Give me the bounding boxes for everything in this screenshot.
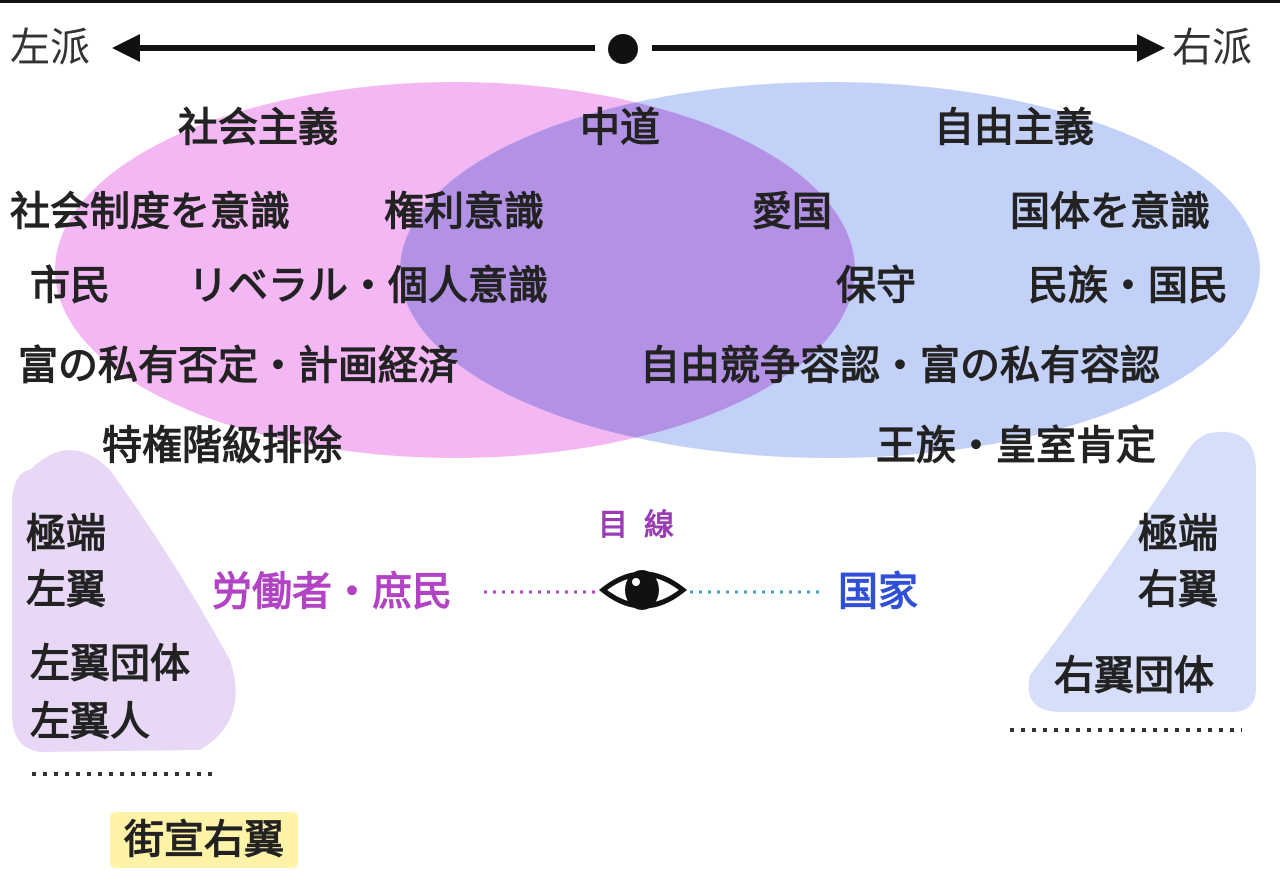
top-border: [0, 0, 1280, 3]
left-item-citizens: 市民: [30, 263, 110, 309]
extreme-left-title-1: 極端: [26, 511, 106, 557]
liberalism-label: 自由主義: [934, 105, 1094, 151]
extreme-right-area: [1028, 431, 1256, 712]
left-item-social-system: 社会制度を意識: [10, 189, 290, 235]
eye-icon: [598, 570, 688, 610]
right-item-free-competition: 自由競争容認・富の私有容認: [640, 343, 1160, 389]
street-right-wing-label: 街宣右翼: [110, 812, 298, 868]
right-wing-label: 右派: [1172, 25, 1252, 71]
right-item-royalty: 王族・皇室肯定: [876, 423, 1156, 469]
gaze-caption: 目線: [598, 508, 690, 543]
left-right-axis: [112, 34, 1165, 64]
left-item-privilege-removal: 特権階級排除: [102, 423, 342, 469]
left-item-planned-economy: 富の私有否定・計画経済: [18, 343, 458, 389]
gaze-workers: 労働者・庶民: [212, 569, 452, 615]
left-wing-people: 左翼人: [30, 699, 150, 745]
extreme-left-area: [12, 450, 236, 752]
left-wing-label: 左派: [10, 25, 90, 71]
extreme-right-title-2: 右翼: [1138, 567, 1218, 613]
right-item-patriotism: 愛国: [752, 189, 832, 235]
left-arrowhead: [112, 34, 140, 62]
socialism-label: 社会主義: [178, 105, 338, 151]
overlap-item-rights: 権利意識: [384, 189, 544, 235]
left-item-liberal: リベラル・個人意識: [188, 263, 548, 309]
right-item-national-polity: 国体を意識: [1010, 189, 1210, 235]
left-wing-groups: 左翼団体: [30, 641, 190, 687]
right-arrowhead: [1137, 34, 1165, 62]
center-dot: [608, 34, 638, 64]
right-wing-groups: 右翼団体: [1054, 653, 1214, 699]
center-label: 中道: [580, 105, 660, 151]
right-item-nation: 民族・国民: [1028, 263, 1228, 309]
right-item-conservative: 保守: [836, 263, 916, 309]
gaze-state: 国家: [838, 569, 918, 615]
extreme-left-title-2: 左翼: [26, 567, 106, 613]
extreme-right-title-1: 極端: [1138, 511, 1218, 557]
overlap-ellipse: [400, 82, 855, 458]
